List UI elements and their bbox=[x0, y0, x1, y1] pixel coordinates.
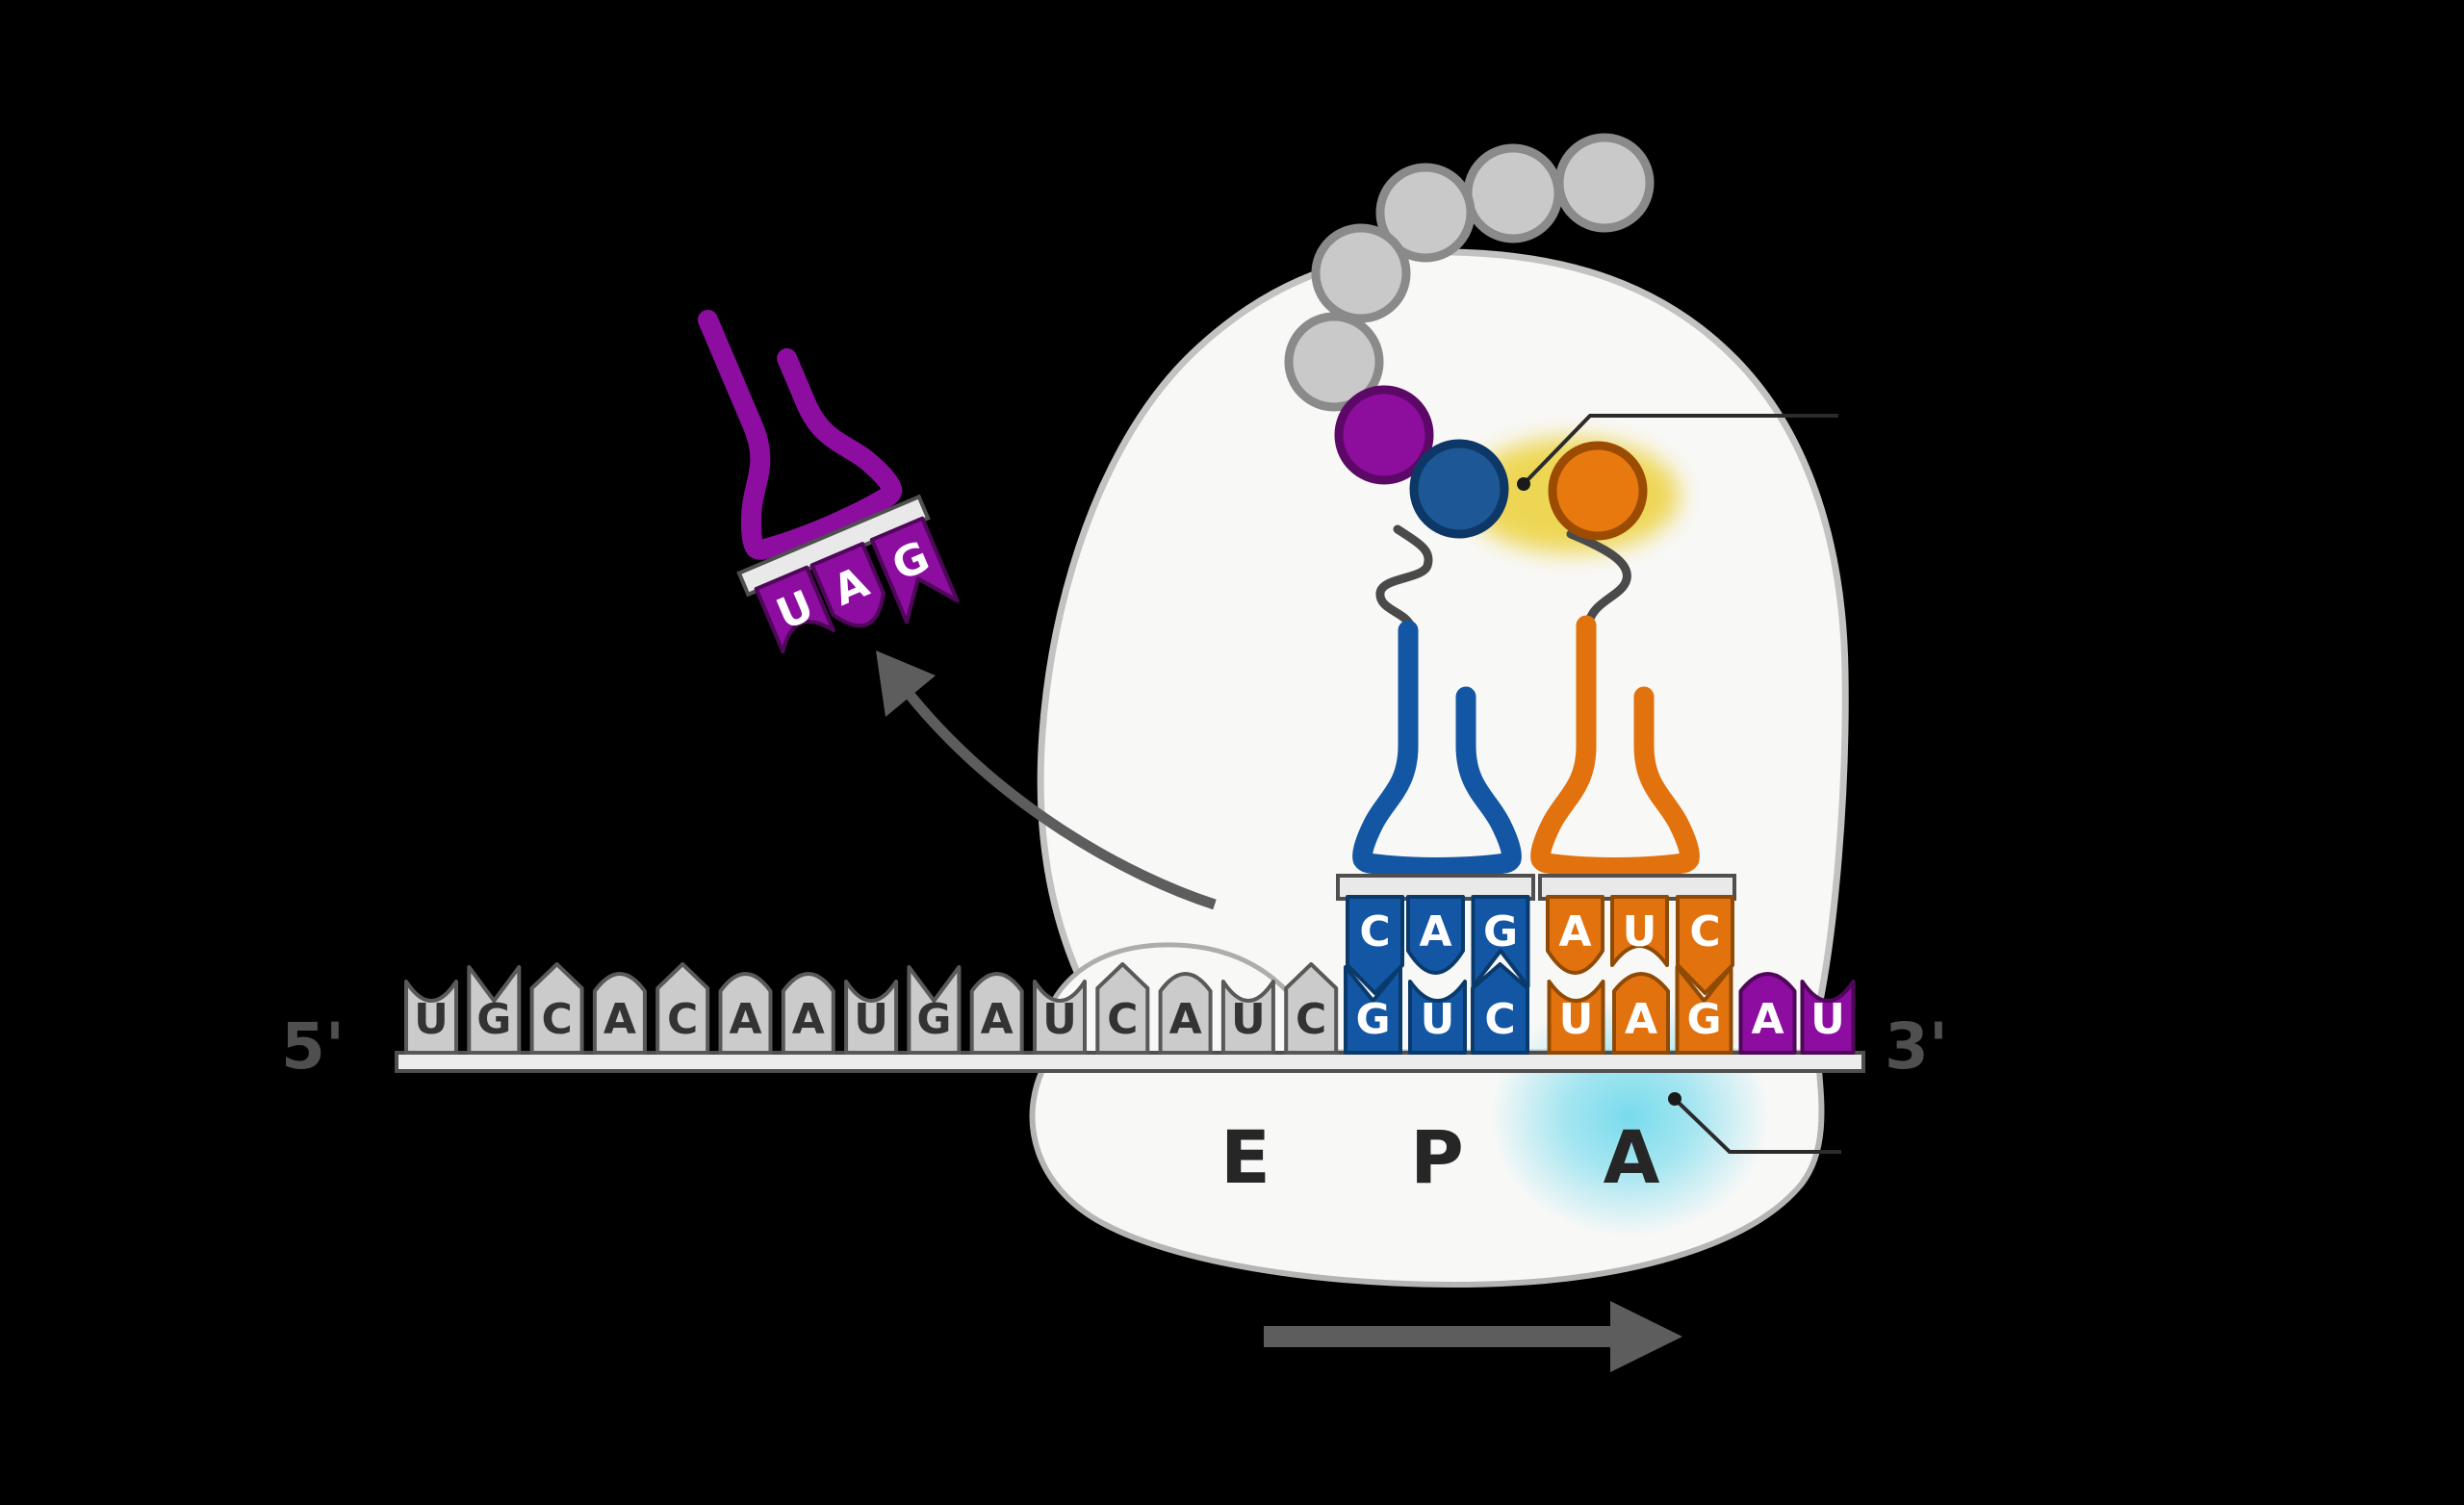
mrna-base-letter: U bbox=[1810, 995, 1845, 1044]
anticodon-nucleotide bbox=[1346, 895, 1404, 995]
mrna-base-letter: C bbox=[541, 995, 572, 1044]
callout-line-icon bbox=[1517, 414, 1838, 491]
mrna-base-letter: U bbox=[1421, 995, 1455, 1044]
anticodon-base-letter: A bbox=[1558, 907, 1591, 957]
mrna-nucleotide bbox=[592, 972, 647, 1055]
amino-acid-blue bbox=[1409, 439, 1509, 539]
a-site-trna-body bbox=[1530, 615, 1700, 878]
mrna-base-letter: G bbox=[1355, 995, 1390, 1044]
p-site-label: P bbox=[1410, 1114, 1464, 1200]
anticodon-nucleotide bbox=[1610, 895, 1669, 967]
mrna-base-letter: U bbox=[414, 995, 449, 1044]
mrna-base-letter: A bbox=[1169, 995, 1202, 1044]
callout-line-icon bbox=[1668, 1092, 1841, 1154]
mrna-base-letter: C bbox=[1484, 995, 1515, 1044]
p-trna-linker-squiggle bbox=[1375, 524, 1433, 632]
mrna-base-letter: U bbox=[854, 995, 888, 1044]
mrna-base-letter: G bbox=[916, 995, 951, 1044]
mrna-nucleotide bbox=[907, 965, 962, 1055]
mrna-nucleotide bbox=[1158, 972, 1213, 1055]
anticodon-nucleotide bbox=[809, 542, 886, 628]
mrna-nucleotide bbox=[1408, 980, 1467, 1055]
mrna-nucleotide bbox=[1547, 980, 1605, 1055]
mrna-base-letter: G bbox=[476, 995, 511, 1044]
mrna-base-letter: A bbox=[1751, 995, 1784, 1044]
mrna-nucleotide bbox=[1800, 980, 1856, 1055]
a-site-label: A bbox=[1604, 1114, 1660, 1200]
mrna-base-letter: C bbox=[1107, 995, 1138, 1044]
anticodon-nucleotide bbox=[1676, 895, 1734, 995]
anticodon-nucleotide bbox=[754, 565, 835, 654]
e-site-label: E bbox=[1220, 1114, 1270, 1200]
anticodon-base-letter: A bbox=[1419, 907, 1451, 957]
amino-acid-gray bbox=[1463, 143, 1563, 243]
mrna-nucleotide bbox=[1471, 962, 1529, 1055]
amino-acid-purple bbox=[1334, 385, 1434, 485]
anticodon-nucleotide bbox=[869, 516, 960, 625]
anticodon-nucleotide bbox=[1471, 895, 1530, 988]
mrna-backbone bbox=[395, 1051, 1865, 1073]
anticodon-base-letter: G bbox=[1483, 907, 1518, 957]
mrna-nucleotide bbox=[781, 972, 835, 1055]
mrna-base-letter: A bbox=[729, 995, 761, 1044]
a-trna-linker-squiggle bbox=[1566, 529, 1631, 630]
amino-acid-gray bbox=[1284, 312, 1384, 412]
mrna-nucleotide bbox=[1675, 965, 1733, 1055]
mrna-nucleotide bbox=[718, 972, 773, 1055]
mrna-base-letter: A bbox=[603, 995, 636, 1044]
mrna-nucleotide bbox=[1344, 965, 1402, 1055]
mrna-nucleotide bbox=[969, 972, 1024, 1055]
mrna-base-letter: A bbox=[981, 995, 1014, 1044]
mrna-base-letter: C bbox=[1296, 995, 1326, 1044]
anticodon-base-letter: C bbox=[1689, 907, 1720, 957]
anticodon-nucleotide bbox=[1546, 895, 1604, 975]
mrna-nucleotide bbox=[404, 980, 458, 1055]
amino-acid-gray bbox=[1311, 223, 1411, 323]
curved-arrow-up-left-icon bbox=[876, 650, 1217, 910]
mrna-nucleotide bbox=[1284, 962, 1339, 1055]
released-trna-body bbox=[697, 309, 903, 560]
mrna-nucleotide bbox=[1220, 980, 1275, 1055]
mrna-nucleotide bbox=[1612, 972, 1670, 1055]
amino-acid-orange bbox=[1548, 441, 1648, 541]
anticodon-base-letter: U bbox=[1623, 907, 1657, 957]
three-prime-label: 3' bbox=[1885, 1009, 1948, 1084]
amino-acid-gray bbox=[1375, 163, 1476, 263]
polypeptide-chain bbox=[1284, 133, 1655, 541]
mrna-base-letter: U bbox=[1042, 995, 1077, 1044]
mrna-base-letter: A bbox=[1625, 995, 1657, 1044]
mrna-nucleotide bbox=[1095, 962, 1150, 1055]
five-prime-label: 5' bbox=[281, 1009, 345, 1084]
mrna-base-letter: C bbox=[667, 995, 698, 1044]
mrna-base-letter: U bbox=[1231, 995, 1266, 1044]
mrna-nucleotide bbox=[467, 965, 522, 1055]
mrna-base-letter: A bbox=[792, 995, 825, 1044]
amino-acid-gray bbox=[1554, 133, 1655, 233]
p-site-trna-body bbox=[1352, 620, 1522, 878]
mrna-nucleotide bbox=[655, 962, 710, 1055]
mrna-nucleotide bbox=[844, 980, 899, 1055]
anticodon-base-letter: C bbox=[1359, 907, 1390, 957]
mrna-base-letter: U bbox=[1559, 995, 1594, 1044]
mrna-base-letter: G bbox=[1686, 995, 1721, 1044]
mrna-nucleotide bbox=[529, 962, 584, 1055]
anticodon-nucleotide bbox=[1406, 895, 1465, 975]
mrna-nucleotide bbox=[1033, 980, 1087, 1055]
arrow-right-icon bbox=[1264, 1301, 1682, 1372]
mrna-nucleotide bbox=[1738, 972, 1797, 1055]
